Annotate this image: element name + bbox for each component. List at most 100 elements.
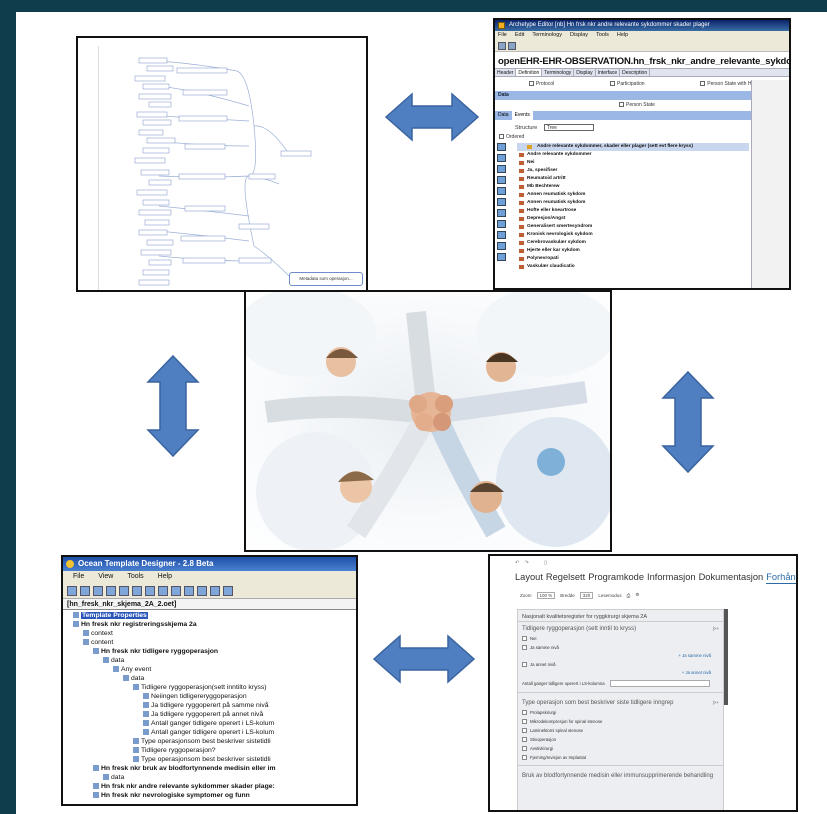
template-tree-node[interactable]: context (63, 629, 356, 638)
archetype-tree-item[interactable]: Hjerte eller kar sykdom (517, 247, 749, 255)
tab-description[interactable]: Description (620, 69, 651, 76)
link-ja-samme[interactable]: + Ja samme nivå (678, 653, 711, 658)
archetype-tree-item[interactable]: Hofte eller kneartrose (517, 207, 749, 215)
quantity-icon[interactable] (497, 198, 506, 206)
option-nei[interactable]: Nei (518, 634, 723, 643)
td-print-icon[interactable] (119, 586, 129, 596)
text-icon[interactable] (497, 187, 506, 195)
tab-interface[interactable]: Interface (596, 69, 621, 76)
option-stivoperasjon[interactable]: Stivoperasjon (518, 735, 723, 744)
menu-display[interactable]: Display (570, 32, 589, 38)
template-tree-node[interactable]: Hn fresk nkr tidligere ryggoperasjon (63, 647, 356, 656)
menu-tools[interactable]: Tools (596, 32, 609, 38)
template-tree-node[interactable]: content (63, 638, 356, 647)
td-open-icon[interactable] (80, 586, 90, 596)
td-export-icon[interactable] (184, 586, 194, 596)
tab-definition[interactable]: Definition (516, 69, 543, 76)
option-fjerning-implantat[interactable]: Fjerning/revisjon av Implantat (518, 753, 723, 762)
move-down-icon[interactable] (497, 176, 506, 184)
subtab-events[interactable]: Events (511, 111, 533, 120)
person-state-checkbox[interactable]: Person State (495, 100, 789, 111)
tab-forhandsvisning[interactable]: Forhåndsvisning (766, 572, 796, 584)
td-import-icon[interactable] (197, 586, 207, 596)
add-icon[interactable] (497, 143, 506, 151)
archetype-tree-item[interactable]: Vaskulær claudicatio (517, 263, 749, 271)
td-help-icon[interactable] (223, 586, 233, 596)
td-menu-tools[interactable]: Tools (127, 573, 144, 580)
archetype-tree-item[interactable]: Ja, spesifiser (517, 167, 749, 175)
template-tree-node[interactable]: Tidligere ryggoperasjon(sett inntilto kr… (63, 683, 356, 692)
print-icon[interactable]: ⎙ (626, 592, 631, 598)
template-tree-node[interactable]: Antall ganger tidligere operert i LS-kol… (63, 719, 356, 728)
template-tree-node[interactable]: Hn fresk nkr registreringsskjema 2a (63, 620, 356, 629)
td-paste-icon[interactable] (158, 586, 168, 596)
option-ja-samme[interactable]: Ja samme nivå (518, 643, 723, 652)
option-ja-annet[interactable]: Ja annet nivå (518, 660, 723, 669)
template-tree-node[interactable]: Ja tidligere ryggoperert på samme nivå (63, 701, 356, 710)
menu-edit[interactable]: Edit (514, 32, 525, 38)
count-icon[interactable] (497, 209, 506, 217)
archetype-tree-item[interactable]: Annen reumatisk sykdom (517, 199, 749, 207)
preview-scrollbar[interactable] (724, 609, 728, 705)
tab-dokumentasjon[interactable]: Dokumentasjon (698, 572, 764, 582)
td-layout-icon[interactable] (171, 586, 181, 596)
template-tree-node[interactable]: Antall ganger tidligere operert i LS-kol… (63, 728, 356, 737)
archetype-tree-item[interactable]: Andre relevante sykdommer (517, 151, 749, 159)
coded-text-icon[interactable] (497, 242, 506, 250)
td-menu-file[interactable]: File (73, 573, 85, 580)
tab-terminology[interactable]: Terminology (542, 69, 575, 76)
template-tree-node[interactable]: Tidligere ryggoperasjon? (63, 746, 356, 755)
width-select[interactable]: 320 (579, 591, 594, 599)
remove-icon[interactable] (497, 154, 506, 162)
settings-icon[interactable]: ⚙ (635, 592, 640, 597)
archetype-tree-item[interactable]: Andre relevante sykdommer, skader eller … (517, 143, 749, 151)
td-menu-view[interactable]: View (98, 573, 114, 580)
menu-help[interactable]: Help (616, 32, 629, 38)
template-tree-node[interactable]: data (63, 773, 356, 782)
tab-regelsett[interactable]: Regelsett (545, 572, 586, 582)
archetype-tree-item[interactable]: Kronisk nevrologisk sykdom (517, 231, 749, 239)
template-tree-node[interactable]: Hn fresk nkr nevrologiske symptomer og f… (63, 791, 356, 800)
undo-icon[interactable]: ↶ (515, 560, 520, 566)
archetype-tree-item[interactable]: Annen reumatisk sykdom (517, 191, 749, 199)
zoom-select[interactable]: 100 % (536, 591, 556, 599)
menu-terminology[interactable]: Terminology (532, 32, 563, 38)
template-tree-node[interactable]: Hn frsk nkr andre relevante sykdommer sk… (63, 782, 356, 791)
tab-display[interactable]: Display (574, 69, 596, 76)
person-state-history-checkbox[interactable]: Person State with His (700, 81, 755, 87)
option-mikrodekompresjon[interactable]: Mikrodekompresjon for spinal stenose (518, 717, 723, 726)
template-tree-node[interactable]: Type operasjonsom best beskriver sisteti… (63, 755, 356, 764)
new-icon[interactable] (498, 42, 506, 50)
archetype-tree-item[interactable]: Nei (517, 159, 749, 167)
archetype-tree-item[interactable]: Depresjon/Angst (517, 215, 749, 223)
option-avstivkirurgi[interactable]: Avstivkirurgi (518, 744, 723, 753)
template-tree-node[interactable]: Hn fresk nkr bruk av blodfortynnende med… (63, 764, 356, 773)
archetype-tree-item[interactable]: Mb Bechterew (517, 183, 749, 191)
archetype-tree-item[interactable]: Cerebrovaskulær sykdom (517, 239, 749, 247)
open-icon[interactable] (508, 42, 516, 50)
td-new-icon[interactable] (67, 586, 77, 596)
move-up-icon[interactable] (497, 165, 506, 173)
participation-checkbox[interactable]: Participation (609, 81, 645, 87)
td-menu-help[interactable]: Help (157, 573, 173, 580)
template-tree-node[interactable]: Any event (63, 665, 356, 674)
template-tree-node[interactable]: data (63, 656, 356, 665)
td-cut-icon[interactable] (132, 586, 142, 596)
structure-select[interactable]: Tree (543, 124, 594, 131)
archetype-tree-item[interactable]: Reumatoid artritt (517, 175, 749, 183)
datetime-icon[interactable] (497, 220, 506, 228)
count-input[interactable] (609, 679, 710, 687)
td-settings-icon[interactable] (210, 586, 220, 596)
option-laminektomi[interactable]: Laminektomi spinal stenose (518, 726, 723, 735)
subtab-data[interactable]: Data (498, 112, 509, 118)
template-tree-node[interactable]: Type operasjonsom best beskriver sisteti… (63, 737, 356, 746)
link-ja-annet[interactable]: + Ja annet nivå (681, 670, 711, 675)
section-toggle[interactable]: |>+ (712, 626, 719, 631)
td-save-all-icon[interactable] (106, 586, 116, 596)
protocol-checkbox[interactable]: Protocol (528, 81, 554, 87)
tab-programkode[interactable]: Programkode (588, 572, 645, 582)
page-icon[interactable]: ▯ (544, 560, 547, 566)
tab-header[interactable]: Header (495, 69, 517, 76)
section-toggle-2[interactable]: |>+ (712, 700, 719, 705)
question-icon[interactable] (497, 253, 506, 261)
